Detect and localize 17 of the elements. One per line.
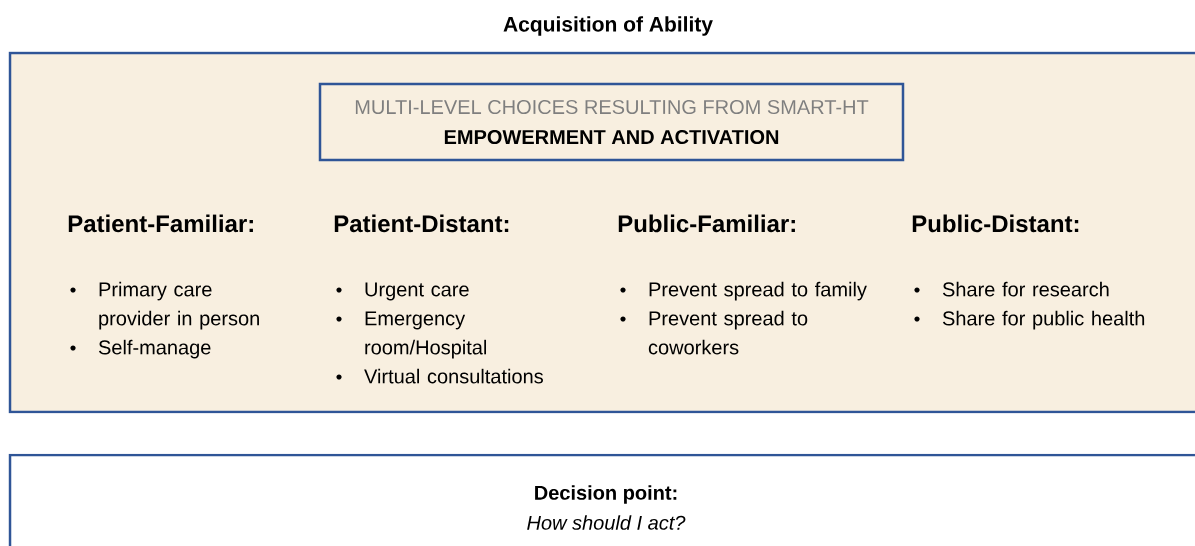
title: Acquisition of Ability bbox=[503, 16, 713, 36]
bullet-item: Prevent spread to family bbox=[620, 281, 867, 301]
column-heading: Patient-Familiar: bbox=[68, 214, 253, 233]
bullet-item: Share for research bbox=[914, 281, 1109, 297]
decision-box: Decision point: How should I act? bbox=[8, 453, 1195, 546]
column-heading: Public-Familiar: bbox=[618, 214, 795, 233]
bullet-item: Prevent spread to coworkers bbox=[620, 310, 808, 355]
bullet-item: Virtual consultations bbox=[336, 368, 543, 384]
bullet-item: Urgent care bbox=[336, 282, 469, 301]
bullet-item: Primary care provider in person bbox=[70, 281, 259, 330]
bullet-item: Share for public health bbox=[914, 310, 1145, 330]
panel bbox=[8, 51, 1195, 414]
bullet-item: Self-manage bbox=[70, 339, 211, 359]
heading-box: MULTI-LEVEL CHOICES RESULTING FROM SMART-HT EMPOWERMENT AND ACTIVATION bbox=[318, 82, 905, 162]
bullet-item: Emergency room/Hospital bbox=[336, 311, 487, 359]
column-heading: Patient-Distant: bbox=[334, 214, 509, 233]
column-heading: Public-Distant: bbox=[912, 214, 1079, 233]
